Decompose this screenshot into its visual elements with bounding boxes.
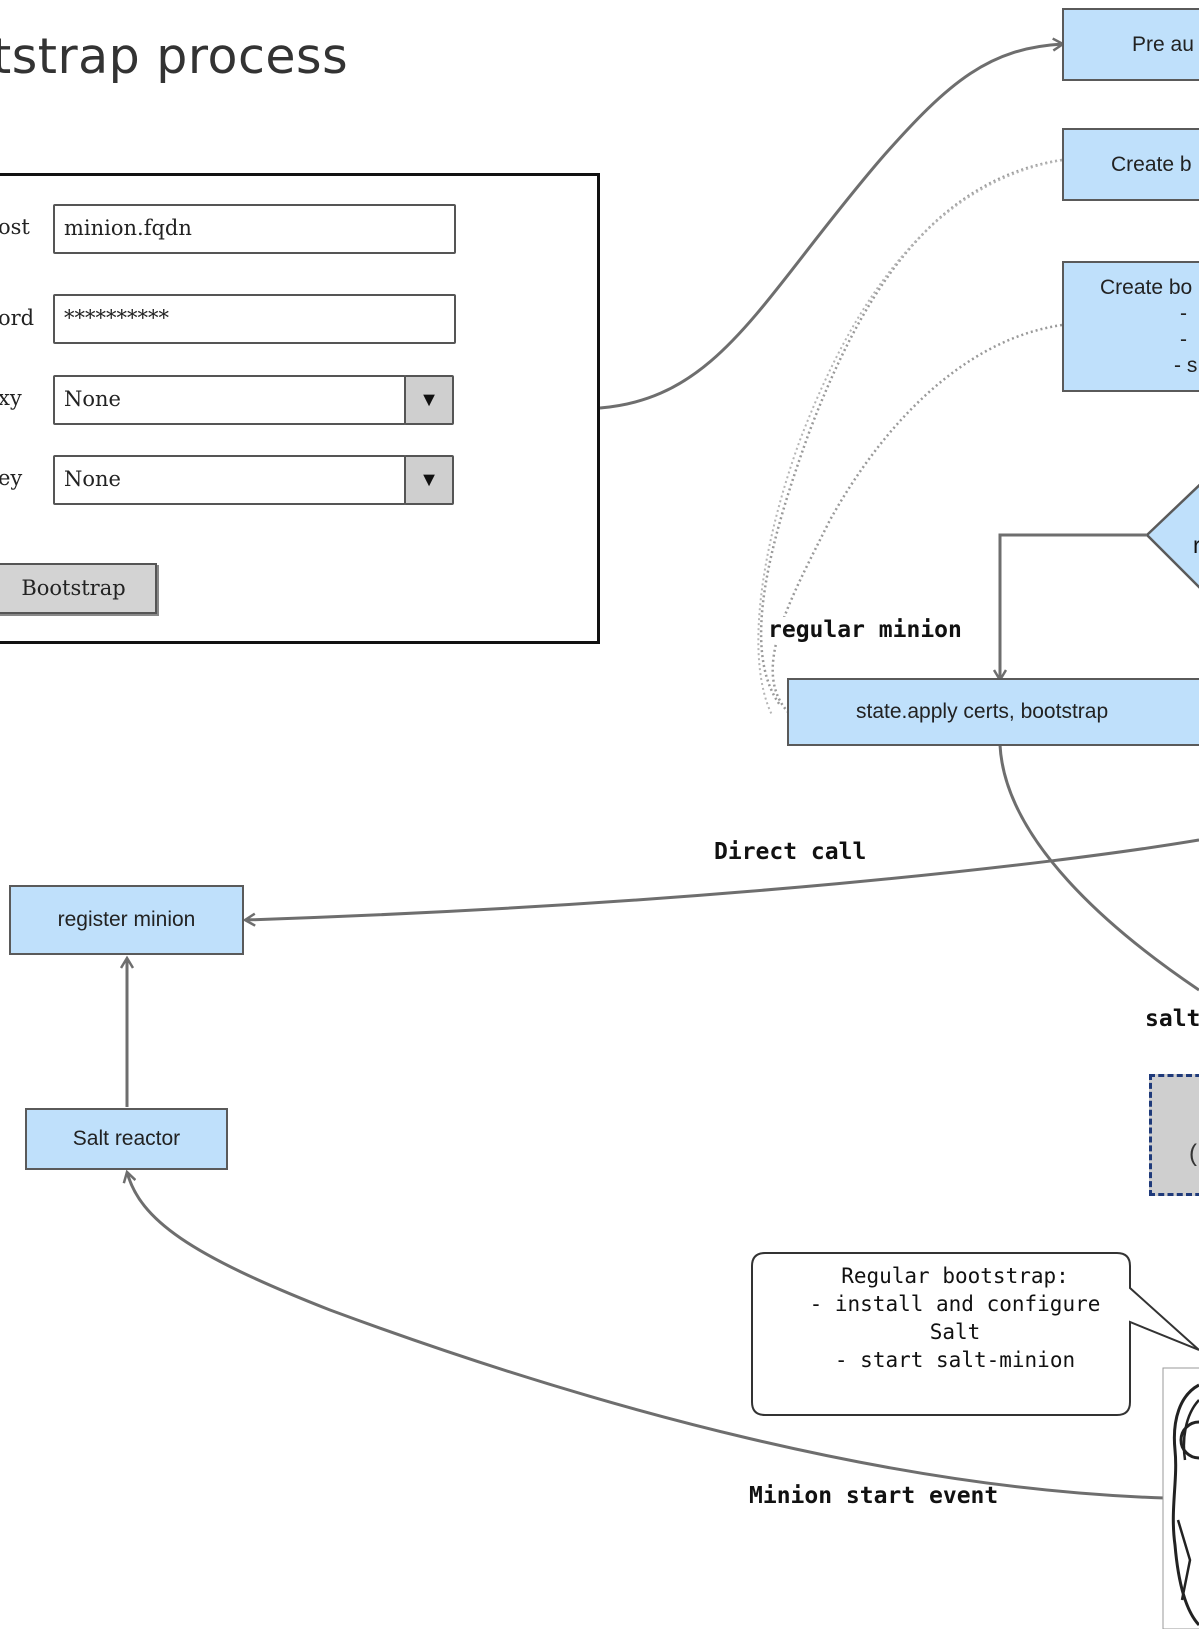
dotted-connector-1 — [759, 158, 1063, 706]
activation-key-select[interactable]: None — [53, 455, 406, 505]
decision-label: r — [1193, 532, 1199, 558]
dashed-box-label: ( — [1189, 1140, 1197, 1167]
callout-line-3: Salt — [929, 1320, 981, 1344]
robot-icon — [1162, 1367, 1199, 1629]
password-input[interactable]: ********** — [53, 294, 456, 344]
callout-bubble — [751, 1252, 1199, 1416]
create-b-box-2-line-2: - — [1180, 302, 1187, 325]
triangle-down-icon: ▼ — [419, 389, 439, 411]
create-b-box-1-label: Create b — [1111, 152, 1192, 176]
salt-label: salt — [1145, 1006, 1199, 1032]
pre-auth-box: Pre au — [1062, 8, 1199, 81]
proxy-select[interactable]: None — [53, 375, 406, 425]
bootstrap-button[interactable]: Bootstrap — [0, 563, 157, 614]
proxy-label: xy — [0, 386, 22, 410]
create-b-box-2-line-1: Create bo — [1100, 276, 1193, 299]
direct-call-label: Direct call — [714, 839, 867, 865]
minion-start-event-label: Minion start event — [749, 1483, 999, 1509]
callout-line-1: Regular bootstrap: — [841, 1264, 1069, 1288]
connector-minion-start — [127, 1172, 1166, 1500]
connector-panel-to-preauth — [599, 44, 1063, 410]
connector-direct-call — [245, 838, 1199, 920]
triangle-down-icon: ▼ — [419, 469, 439, 491]
page-title: tstrap process — [0, 28, 349, 85]
connector-state-to-salt — [998, 744, 1199, 992]
register-minion-box: register minion — [9, 885, 244, 955]
connector-decision-to-state — [1000, 533, 1147, 680]
create-b-box-2-line-4: - s — [1174, 354, 1198, 377]
proxy-dropdown-button[interactable]: ▼ — [404, 375, 454, 425]
callout-text: Regular bootstrap: - install and configu… — [770, 1262, 1140, 1374]
state-apply-box: state.apply certs, bootstrap — [787, 678, 1199, 746]
salt-reactor-box: Salt reactor — [25, 1108, 228, 1170]
dashed-box — [1149, 1074, 1199, 1196]
dotted-connector-3 — [757, 159, 1063, 716]
decision-diamond — [1145, 483, 1199, 589]
password-label: ord — [0, 306, 35, 330]
create-b-box-1: Create b — [1062, 128, 1199, 201]
dotted-connector-2 — [771, 323, 1063, 713]
activation-key-label: ey — [0, 466, 23, 490]
host-input[interactable]: minion.fqdn — [53, 204, 456, 254]
create-b-box-2: Create bo - - - s — [1062, 261, 1199, 392]
callout-line-2: - install and configure — [809, 1292, 1101, 1316]
callout-line-4: - start salt-minion — [834, 1348, 1076, 1372]
regular-minion-label: regular minion — [768, 617, 962, 643]
host-label: ost — [0, 215, 30, 239]
activation-key-dropdown-button[interactable]: ▼ — [404, 455, 454, 505]
create-b-box-2-line-3: - — [1180, 328, 1187, 351]
